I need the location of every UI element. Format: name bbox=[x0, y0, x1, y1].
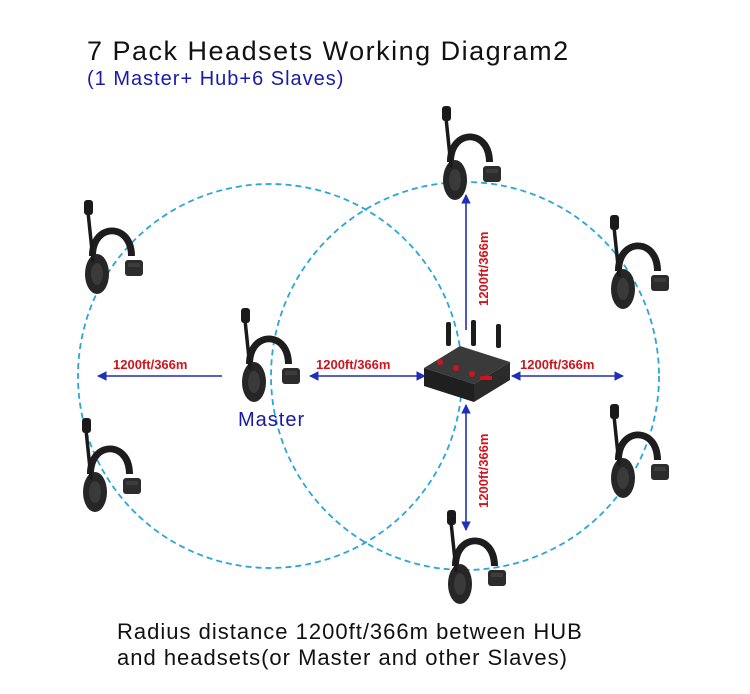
hub-icon bbox=[424, 320, 510, 402]
headsets bbox=[80, 104, 671, 606]
distance-label-bottom: 1200ft/366m bbox=[476, 434, 491, 508]
master-label: Master bbox=[238, 409, 305, 431]
distance-label-center: 1200ft/366m bbox=[316, 357, 390, 372]
distance-label-top: 1200ft/366m bbox=[476, 232, 491, 306]
distance-label-left: 1200ft/366m bbox=[113, 357, 187, 372]
headset-icon bbox=[608, 213, 671, 311]
headset-icon bbox=[82, 198, 145, 296]
caption: Radius distance 1200ft/366m between HUB … bbox=[117, 619, 583, 671]
distance-label-right: 1200ft/366m bbox=[520, 357, 594, 372]
headset-icon bbox=[608, 402, 671, 500]
page-subtitle: (1 Master+ Hub+6 Slaves) bbox=[87, 68, 345, 90]
headset-icon bbox=[239, 306, 302, 404]
headset-icon bbox=[445, 508, 508, 606]
caption-line-2: and headsets(or Master and other Slaves) bbox=[117, 645, 568, 670]
distance-arrows bbox=[97, 194, 624, 531]
headset-icon bbox=[80, 416, 143, 514]
page-title: 7 Pack Headsets Working Diagram2 bbox=[87, 36, 570, 66]
distance-labels: 1200ft/366m 1200ft/366m 1200ft/366m 1200… bbox=[113, 232, 594, 508]
headset-icon bbox=[440, 104, 503, 202]
caption-line-1: Radius distance 1200ft/366m between HUB bbox=[117, 619, 583, 644]
